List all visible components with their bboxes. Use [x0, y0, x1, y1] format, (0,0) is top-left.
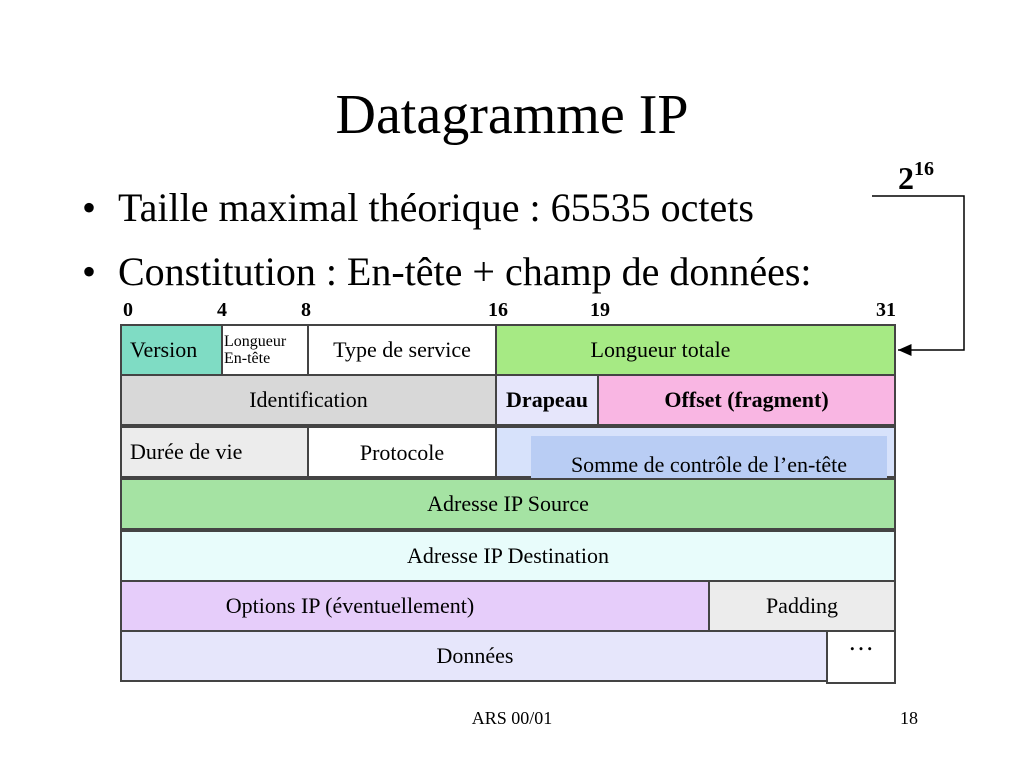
- field-source-ip: Adresse IP Source: [120, 478, 896, 530]
- field-options: Options IP (éventuellement): [120, 580, 710, 632]
- field-version: Version: [120, 324, 223, 376]
- field-ttl: Durée de vie: [120, 426, 309, 478]
- bullet-max-size: • Taille maximal théorique : 65535 octets: [82, 184, 754, 232]
- field-header-length-line1: Longueur: [224, 333, 287, 350]
- power-base: 2: [898, 160, 914, 196]
- footer-course: ARS 00/01: [471, 708, 553, 728]
- field-data-continuation: …: [826, 629, 896, 684]
- field-header-length-line2: En-tête: [224, 350, 271, 367]
- field-protocol: Protocole: [307, 426, 497, 478]
- field-flags: Drapeau: [495, 374, 599, 426]
- bullet-dot: •: [82, 249, 97, 294]
- field-checksum: Somme de contrôle de l’en-tête: [495, 426, 896, 480]
- bullet-dot: •: [82, 185, 97, 230]
- field-header-length: Longueur En-tête: [221, 324, 309, 376]
- field-fragment-offset: Offset (fragment): [597, 374, 896, 426]
- footer-page-number: 18: [900, 708, 918, 728]
- bit-label-4: 4: [217, 299, 227, 321]
- field-type-of-service: Type de service: [307, 324, 497, 376]
- field-checksum-label: Somme de contrôle de l’en-tête: [531, 436, 887, 480]
- field-padding: Padding: [708, 580, 896, 632]
- bullet-composition: • Constitution : En-tête + champ de donné…: [82, 248, 812, 296]
- bit-label-19: 19: [590, 299, 610, 321]
- field-total-length: Longueur totale: [495, 324, 896, 376]
- bit-label-31: 31: [876, 299, 896, 321]
- bit-label-16: 16: [488, 299, 508, 321]
- power-annotation: 216: [898, 158, 934, 198]
- slide-title: Datagramme IP: [335, 84, 689, 146]
- bullet-text: Taille maximal théorique : 65535 octets: [118, 185, 754, 230]
- bullet-text: Constitution : En-tête + champ de donnée…: [118, 249, 812, 294]
- field-destination-ip: Adresse IP Destination: [120, 530, 896, 582]
- field-identification: Identification: [120, 374, 497, 426]
- bit-label-8: 8: [301, 299, 311, 321]
- power-exponent: 16: [914, 158, 934, 180]
- bit-label-0: 0: [123, 299, 133, 321]
- field-data: Données: [120, 630, 830, 682]
